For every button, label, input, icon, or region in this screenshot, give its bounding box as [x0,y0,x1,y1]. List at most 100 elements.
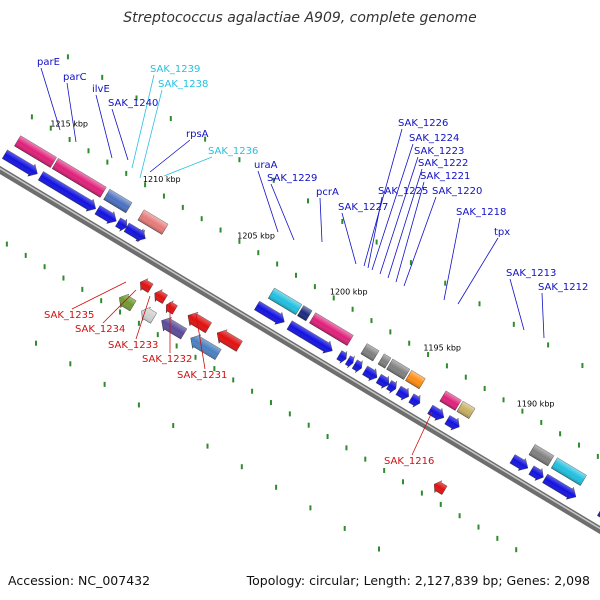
forward-label-line [371,143,414,271]
reverse-gene-label: SAK_1232 [142,354,192,365]
forward-gene-arrow [362,365,378,382]
forward-gene-label: SAK_1225 [378,186,428,197]
forward-label-line [131,74,155,169]
forward-gene-label: SAK_1240 [108,98,158,109]
forward-gene-box [456,400,476,419]
forward-gene-box [405,370,426,390]
forward-gene-label: SAK_1222 [418,158,468,169]
reverse-gene [434,480,448,495]
forward-gene-label: SAK_1226 [398,118,448,129]
forward-gene-arrow [286,320,333,354]
forward-gene-arrow [351,359,363,373]
forward-gene-box [137,209,169,235]
forward-gene-arrow [395,385,409,401]
forward-gene-arrow [134,228,145,243]
forward-gene-box [360,343,380,362]
forward-gene-arrow [597,506,600,522]
forward-label-line [541,292,545,339]
forward-gene-label: ilvE [92,84,110,95]
forward-label-line [395,181,425,283]
forward-gene-label: SAK_1220 [432,186,482,197]
coord-label: 1190 kbp [517,399,555,408]
reverse-gene-label: SAK_1235 [44,310,94,321]
reverse-gene [165,300,178,315]
forward-label-line [457,237,499,305]
forward-gene-arrow [94,205,117,224]
forward-gene-box [439,390,462,411]
reverse-label-line [71,281,127,310]
coord-label: 1195 kbp [423,343,461,352]
forward-gene-arrow [542,473,577,500]
reverse-gene-label: SAK_1216 [384,456,434,467]
forward-label-line [387,168,423,279]
forward-gene-label: SAK_1212 [538,282,588,293]
forward-gene-label: parC [63,72,87,83]
forward-gene-arrow [336,350,348,364]
forward-gene-label: SAK_1236 [208,146,258,157]
reverse-gene-label: SAK_1233 [108,340,158,351]
forward-label-line [379,156,419,275]
reverse-gene [119,293,137,312]
forward-gene-arrow [1,149,38,177]
forward-gene-label: tpx [494,227,510,238]
forward-gene-arrow [427,404,445,421]
forward-gene-label: rpsA [186,129,209,140]
forward-gene-label: pcrA [316,187,339,198]
forward-gene-label: SAK_1218 [456,207,506,218]
forward-label-line [443,217,461,301]
reverse-label-line [102,289,137,324]
forward-label-line [341,212,357,265]
forward-gene-arrow [509,454,529,471]
forward-gene-box [267,287,303,316]
forward-label-line [95,94,113,159]
forward-gene-box [550,457,587,486]
reverse-label-line [195,313,206,370]
forward-gene-label: SAK_1224 [409,133,459,144]
forward-gene-box [51,158,107,198]
forward-gene-arrow [37,171,96,212]
backbone-layer [0,165,600,535]
reverse-gene [187,311,212,334]
forward-label-line [257,170,279,233]
coord-label: 1215 kbp [50,120,88,129]
forward-label-line [363,128,403,267]
forward-label-line [319,197,323,243]
backbone-highlight [0,167,600,530]
forward-gene-arrow [408,393,421,408]
forward-label-line [509,278,525,331]
forward-gene-layer [1,135,600,522]
forward-label-line [40,67,61,131]
reverse-gene-label: SAK_1234 [75,324,125,335]
coord-label: 1200 kbp [330,287,368,296]
forward-gene-arrow [444,415,460,431]
reverse-gene [154,289,168,304]
reverse-gene [140,278,154,293]
coord-label: 1210 kbp [143,175,181,184]
forward-gene-label: SAK_1223 [414,146,464,157]
forward-label-line [367,196,383,269]
forward-gene-label: SAK_1229 [267,173,317,184]
forward-gene-arrow [254,300,285,325]
tick-layer [5,54,599,553]
map-title: Streptococcus agalactiae A909, complete … [123,10,477,26]
reverse-gene-layer [119,278,448,495]
reverse-label-line [411,411,433,456]
reverse-gene [216,329,243,352]
forward-gene-label: SAK_1239 [150,64,200,75]
reverse-gene [141,306,158,324]
forward-gene-box [528,444,555,467]
forward-gene-label: SAK_1221 [420,171,470,182]
forward-label-line [111,108,129,161]
coord-label: 1205 kbp [237,232,275,241]
forward-label-line [403,196,437,287]
forward-label-line [66,82,77,143]
label-line-layer [40,67,545,456]
reverse-label-line [135,295,151,340]
forward-gene-label: SAK_1227 [338,202,388,213]
forward-gene-arrow [528,465,544,481]
genome-summary-text: Topology: circular; Length: 2,127,839 bp… [246,573,590,588]
forward-label-line [149,139,191,173]
forward-gene-arrow [375,373,390,389]
forward-gene-box [386,358,411,380]
